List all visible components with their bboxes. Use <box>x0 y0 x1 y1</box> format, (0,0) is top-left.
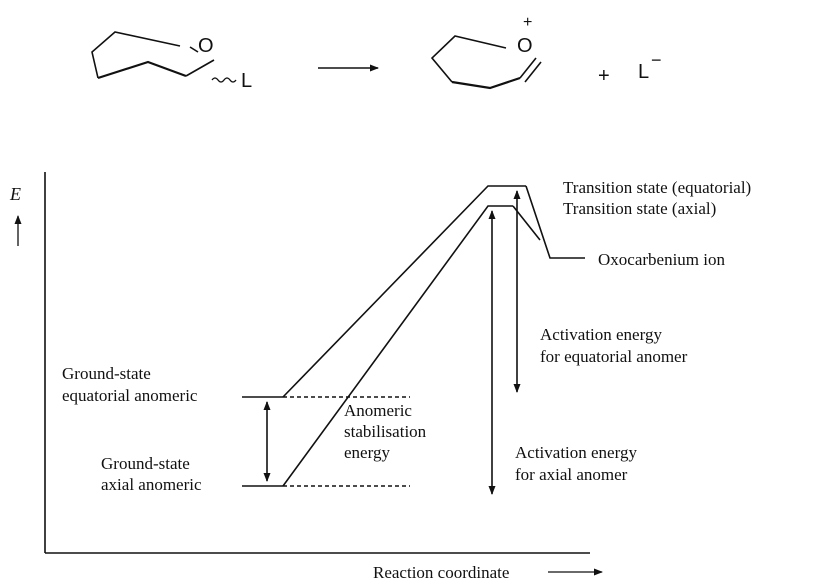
gs-equatorial-label-line1: Ground-state <box>62 364 151 383</box>
gs-equatorial-label-line2: equatorial anomeric <box>62 386 198 405</box>
leaving-group-label: L <box>241 70 252 92</box>
act-equatorial-label-line2: for equatorial anomer <box>540 347 688 366</box>
oxocarbenium-ring-front <box>451 76 521 90</box>
anomeric-label-line1: Anomeric <box>344 401 412 420</box>
y-axis-label: E <box>9 184 21 204</box>
oxocarbenium-charge: + <box>523 14 532 31</box>
oxocarbenium-double-bond <box>524 61 542 83</box>
ts-equatorial-label: Transition state (equatorial) <box>563 178 751 197</box>
anion-label: L <box>638 61 649 83</box>
gs-axial-label-line2: axial anomeric <box>101 475 202 494</box>
oxocarbenium-ring-back <box>430 35 507 83</box>
scheme-plus-sign: + <box>598 65 610 87</box>
oxocarbenium-c1-o-bond <box>519 57 537 79</box>
ts-axial-label: Transition state (axial) <box>563 199 716 218</box>
glycoside-structure: O L <box>91 31 252 92</box>
glycoside-o-c5-bond <box>189 46 199 53</box>
reaction-scheme: O L O + + L − <box>91 14 662 92</box>
x-axis-label: Reaction coordinate <box>373 563 509 582</box>
act-axial-label-line2: for axial anomer <box>515 465 628 484</box>
act-equatorial-label-line1: Activation energy <box>540 325 662 344</box>
axial-energy-profile <box>282 205 513 487</box>
anomeric-label-line3: energy <box>344 443 390 462</box>
oxocarbenium-label: Oxocarbenium ion <box>598 250 725 269</box>
glycoside-ring-back <box>91 31 181 79</box>
anion-charge: − <box>651 50 662 70</box>
gs-axial-label-line1: Ground-state <box>101 454 190 473</box>
energy-diagram: E Reaction coordinate Transition state (… <box>9 172 751 582</box>
ring-oxygen-label: O <box>198 35 214 57</box>
anomeric-label-line2: stabilisation <box>344 422 427 441</box>
oxocarbenium-oxygen-label: O <box>517 35 533 57</box>
glycoside-ring-front <box>97 60 187 80</box>
act-axial-label-line1: Activation energy <box>515 443 637 462</box>
product-energy-profile <box>525 185 585 259</box>
glycoside-c1-o-bond <box>185 59 215 77</box>
wavy-bond <box>211 77 237 83</box>
oxocarbenium-structure: O + <box>430 14 542 90</box>
equatorial-energy-profile <box>282 185 526 398</box>
